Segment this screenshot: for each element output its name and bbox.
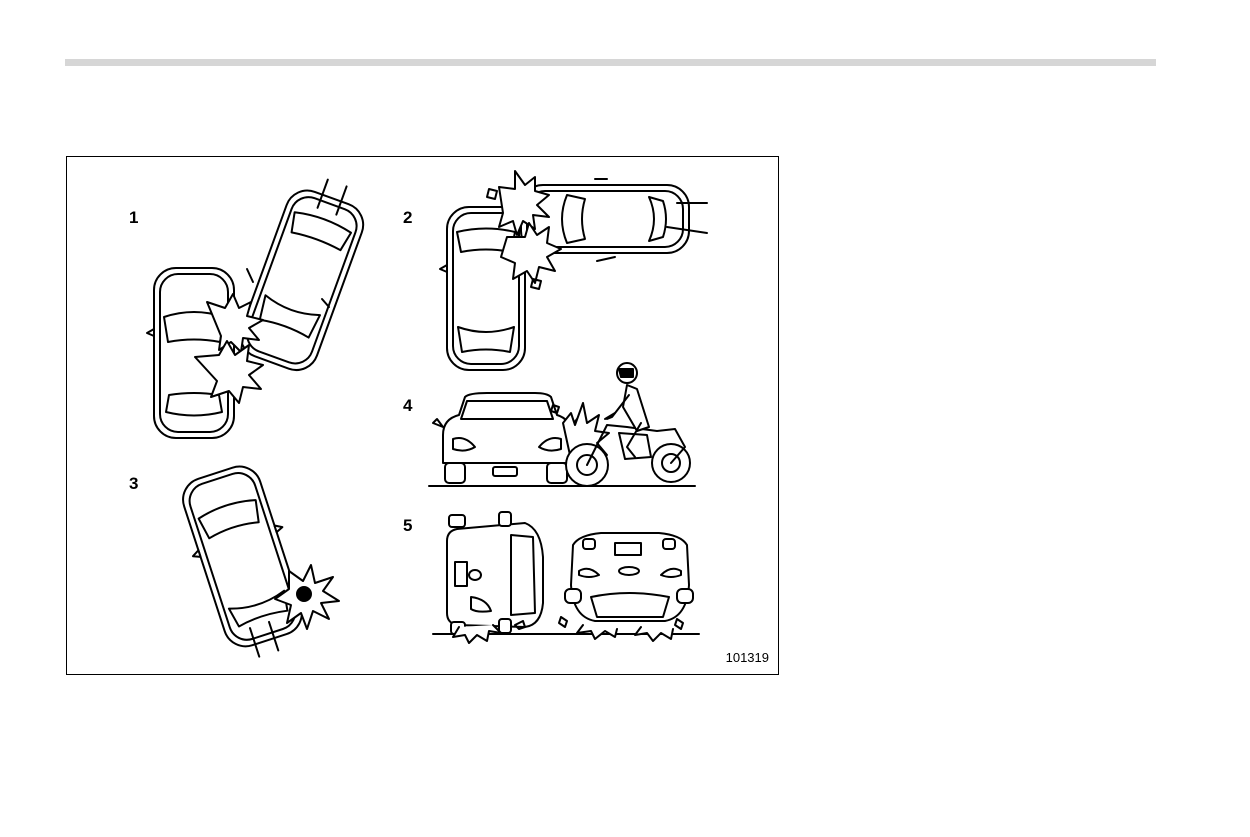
car-2b [520,178,708,262]
car-2a [439,206,526,371]
accident-illustration: 1 2 3 4 5 101319 [66,156,779,675]
header-rule [65,59,1156,66]
motorcycle [565,412,691,487]
scene-5-rollover [432,511,700,644]
car-5-side [446,511,544,635]
figure-code: 101319 [725,650,769,665]
scene-2-t-bone [439,170,708,371]
scene-label-1: 1 [129,208,139,227]
scene-label-3: 3 [129,474,139,493]
scene-3-pole-impact [182,465,340,658]
scene-label-2: 2 [403,208,413,227]
scene-1-angled-collision [146,178,365,439]
rider [606,362,650,458]
scene-label-5: 5 [403,516,413,535]
car-5-front [564,532,694,622]
car-3 [182,465,303,658]
car-1b [239,178,365,371]
scene-label-4: 4 [403,396,413,415]
scene-4-motorcycle [428,362,696,487]
accident-drawing [146,170,708,658]
